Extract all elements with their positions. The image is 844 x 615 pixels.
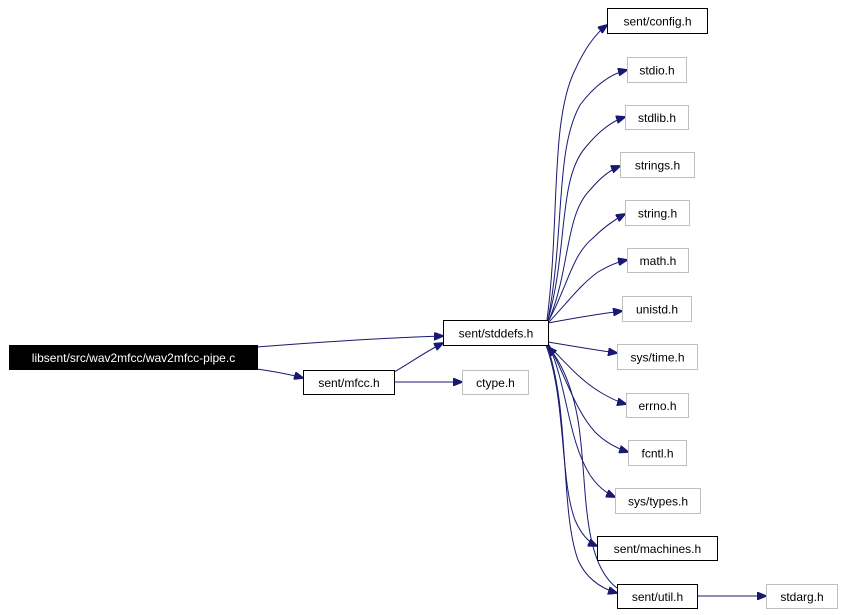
node-machines[interactable]: sent/machines.h	[597, 536, 718, 561]
node-errno: errno.h	[626, 393, 689, 418]
node-strings: strings.h	[620, 152, 695, 178]
edge-stddefs-to-strings	[548, 166, 620, 321]
node-mfcc[interactable]: sent/mfcc.h	[303, 370, 395, 395]
node-label-config: sent/config.h	[623, 15, 691, 29]
node-box-util	[617, 584, 698, 609]
edge-root-to-stddefs	[256, 336, 443, 348]
edge-mfcc-to-stddefs	[393, 343, 443, 373]
nodes-layer: libsent/src/wav2mfcc/wav2mfcc-pipe.c sent…	[9, 8, 838, 609]
edge-stddefs-to-systypes	[548, 344, 615, 497]
node-label-stdlib: stdlib.h	[638, 111, 676, 125]
edge-stddefs-to-stdlib	[547, 117, 625, 321]
node-box-strings	[620, 152, 695, 178]
node-box-fcntl	[628, 440, 687, 466]
node-label-fcntl: fcntl.h	[641, 447, 673, 461]
edge-stddefs-to-math	[548, 260, 627, 323]
node-label-math: math.h	[640, 254, 677, 268]
node-systime: sys/time.h	[617, 344, 698, 370]
node-root[interactable]: libsent/src/wav2mfcc/wav2mfcc-pipe.c	[9, 345, 258, 370]
node-box-stddefs	[443, 320, 549, 346]
node-label-util: sent/util.h	[632, 590, 683, 604]
node-label-ctype: ctype.h	[476, 376, 515, 390]
node-label-systypes: sys/types.h	[628, 495, 688, 509]
node-box-math	[627, 248, 689, 273]
node-config[interactable]: sent/config.h	[607, 8, 708, 34]
node-label-stddefs: sent/stddefs.h	[459, 327, 534, 341]
node-string: string.h	[625, 200, 690, 226]
node-stddefs[interactable]: sent/stddefs.h	[443, 320, 549, 346]
edge-stddefs-to-fcntl	[548, 344, 628, 452]
edge-util-to-stddefs	[548, 347, 618, 589]
node-label-stdio: stdio.h	[639, 64, 674, 78]
node-box-systypes	[615, 488, 701, 514]
node-box-stdio	[627, 57, 687, 83]
node-box-mfcc	[303, 370, 395, 395]
node-box-errno	[626, 393, 689, 418]
node-util[interactable]: sent/util.h	[617, 584, 698, 609]
node-box-stdarg	[766, 584, 838, 609]
edge-root-to-mfcc	[256, 368, 303, 378]
edges-layer	[256, 25, 766, 596]
edge-stddefs-to-string	[548, 214, 625, 321]
node-box-systime	[617, 344, 698, 370]
node-systypes: sys/types.h	[615, 488, 701, 514]
node-math: math.h	[627, 248, 689, 273]
node-box-unistd	[622, 296, 692, 322]
node-stdarg: stdarg.h	[766, 584, 838, 609]
edge-stddefs-to-errno	[547, 344, 626, 404]
node-stdlib: stdlib.h	[625, 105, 689, 130]
edge-stddefs-to-config	[546, 25, 607, 321]
edge-stddefs-to-util	[546, 344, 617, 593]
node-box-config	[607, 8, 708, 34]
node-stdio: stdio.h	[627, 57, 687, 83]
node-box-machines	[597, 536, 718, 561]
node-label-systime: sys/time.h	[630, 351, 684, 365]
node-label-strings: strings.h	[635, 159, 680, 173]
node-box-ctype	[462, 370, 529, 395]
node-box-root	[9, 345, 258, 370]
node-fcntl: fcntl.h	[628, 440, 687, 466]
node-label-string: string.h	[638, 207, 677, 221]
edge-stddefs-to-unistd	[547, 311, 622, 324]
node-box-string	[625, 200, 690, 226]
node-label-errno: errno.h	[638, 399, 676, 413]
edge-stddefs-to-systime	[547, 341, 617, 353]
edge-stddefs-to-machines	[545, 344, 597, 546]
node-label-machines: sent/machines.h	[614, 542, 701, 556]
node-label-stdarg: stdarg.h	[780, 590, 823, 604]
node-label-mfcc: sent/mfcc.h	[318, 376, 379, 390]
node-ctype: ctype.h	[462, 370, 529, 395]
node-label-unistd: unistd.h	[636, 303, 678, 317]
edge-stddefs-to-stdio	[547, 70, 627, 321]
node-box-stdlib	[625, 105, 689, 130]
node-unistd: unistd.h	[622, 296, 692, 322]
node-label-root: libsent/src/wav2mfcc/wav2mfcc-pipe.c	[32, 351, 235, 365]
